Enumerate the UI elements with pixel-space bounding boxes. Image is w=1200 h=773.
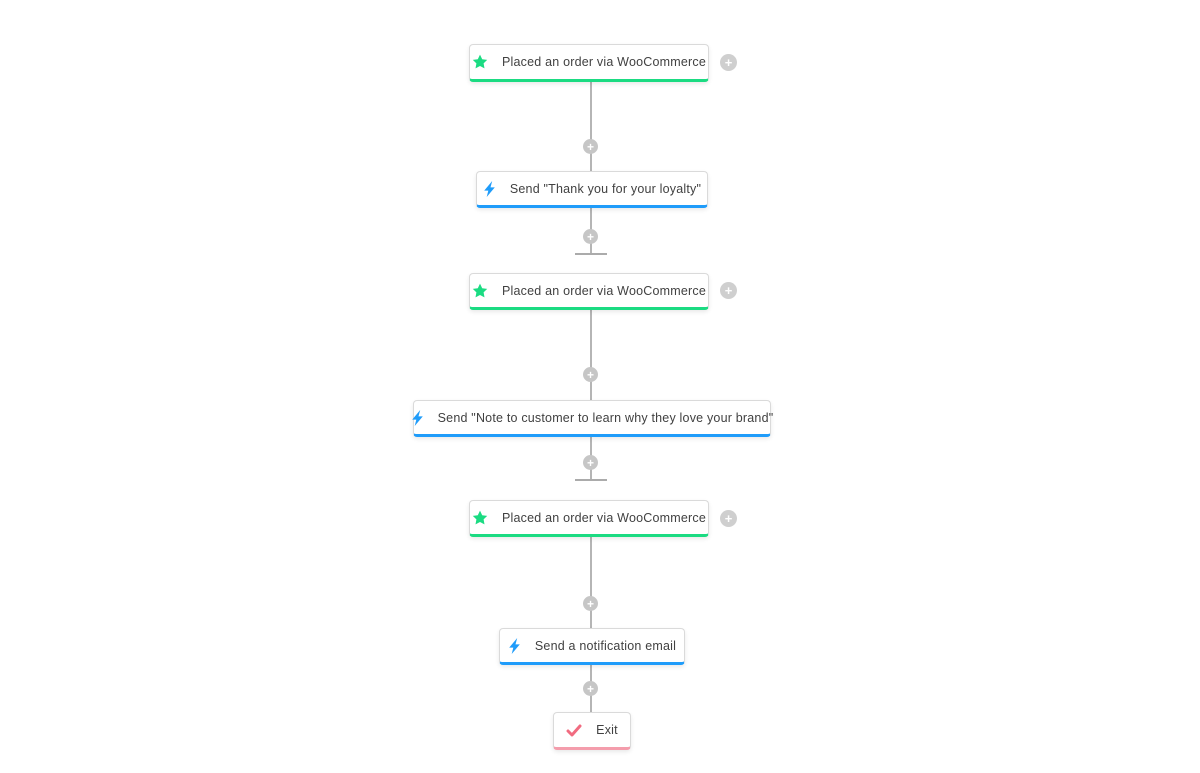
plus-icon: +	[724, 511, 733, 526]
plus-icon: +	[586, 681, 594, 696]
insert-step-button[interactable]: +	[583, 596, 598, 611]
star-icon	[472, 510, 488, 526]
plus-icon: +	[586, 139, 594, 154]
insert-step-button[interactable]: +	[583, 681, 598, 696]
check-icon	[566, 724, 582, 737]
plus-icon: +	[586, 455, 594, 470]
node-label: Exit	[596, 723, 618, 737]
connector-end-cap	[575, 479, 607, 481]
insert-step-button[interactable]: +	[583, 139, 598, 154]
plus-icon: +	[586, 229, 594, 244]
add-trigger-button[interactable]: +	[720, 282, 737, 299]
insert-step-button[interactable]: +	[583, 367, 598, 382]
node-label: Send "Note to customer to learn why they…	[437, 410, 774, 425]
action-card-send-thank-you-email[interactable]: Send "Thank you for your loyalty"	[476, 171, 708, 208]
node-label: Send a notification email	[534, 638, 677, 653]
action-card-send-notification-email[interactable]: Send a notification email	[499, 628, 685, 665]
node-label: Placed an order via WooCommerce	[502, 55, 706, 69]
insert-step-button[interactable]: +	[583, 229, 598, 244]
plus-icon: +	[724, 55, 733, 70]
bolt-icon	[411, 409, 424, 426]
node-label: Placed an order via WooCommerce	[502, 510, 706, 525]
star-icon	[472, 54, 488, 70]
trigger-card-woocommerce-order[interactable]: Placed an order via WooCommerce	[469, 500, 709, 537]
trigger-card-woocommerce-order[interactable]: Placed an order via WooCommerce	[469, 273, 709, 310]
plus-icon: +	[586, 596, 594, 611]
bolt-icon	[508, 637, 521, 654]
node-label: Send "Thank you for your loyalty"	[509, 181, 702, 196]
plus-icon: +	[724, 283, 733, 298]
trigger-card-woocommerce-order[interactable]: Placed an order via WooCommerce	[469, 44, 709, 82]
star-icon	[472, 283, 488, 299]
plus-icon: +	[586, 367, 594, 382]
connector-line	[590, 537, 592, 628]
node-label: Placed an order via WooCommerce	[502, 283, 706, 298]
action-card-send-note-email[interactable]: Send "Note to customer to learn why they…	[411, 400, 774, 437]
connector-line	[590, 82, 592, 171]
insert-step-button[interactable]: +	[583, 455, 598, 470]
add-trigger-button[interactable]: +	[720, 510, 737, 527]
connector-end-cap	[575, 253, 607, 255]
add-trigger-button[interactable]: +	[720, 54, 737, 71]
bolt-icon	[483, 180, 496, 197]
connector-line	[590, 310, 592, 400]
exit-card[interactable]: Exit	[553, 712, 631, 750]
